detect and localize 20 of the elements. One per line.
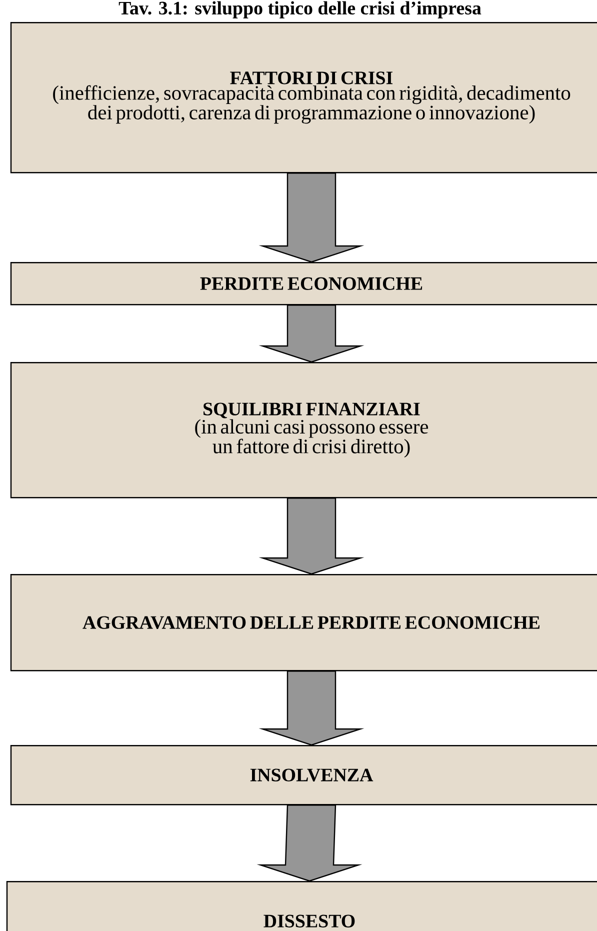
process-box xyxy=(6,881,597,931)
process-box xyxy=(10,22,597,174)
box-heading: PERDITE ECONOMICHE xyxy=(200,277,422,290)
box-heading: DISSESTO xyxy=(264,914,355,928)
block-arrow xyxy=(256,804,362,882)
process-box xyxy=(10,262,597,306)
process-box xyxy=(10,362,597,498)
process-box xyxy=(10,745,597,806)
block-arrow xyxy=(258,670,364,746)
box-heading: INSOLVENZA xyxy=(250,768,374,782)
box-heading: SQUILIBRI FINANZIARI xyxy=(204,402,420,418)
title: Tav. 3.1: sviluppo tipico delle crisi d’impresa xyxy=(118,1,482,18)
box-description: (in alcuni casi possono essere un fattore di crisi diretto) xyxy=(195,419,428,458)
box-heading: FATTORI DI CRISI xyxy=(230,72,392,84)
block-arrow xyxy=(258,172,364,263)
box-description: (inefficienze, sovracapacità combinata con rigidità, decadimento dei prodotti, carenza di programmazione o innovazione) xyxy=(53,85,570,124)
process-box xyxy=(10,574,597,672)
box-heading: AGGRAVAMENTO DELLE PERDITE ECONOMICHE xyxy=(82,616,540,629)
block-arrow xyxy=(258,498,364,575)
block-arrow xyxy=(258,304,364,363)
